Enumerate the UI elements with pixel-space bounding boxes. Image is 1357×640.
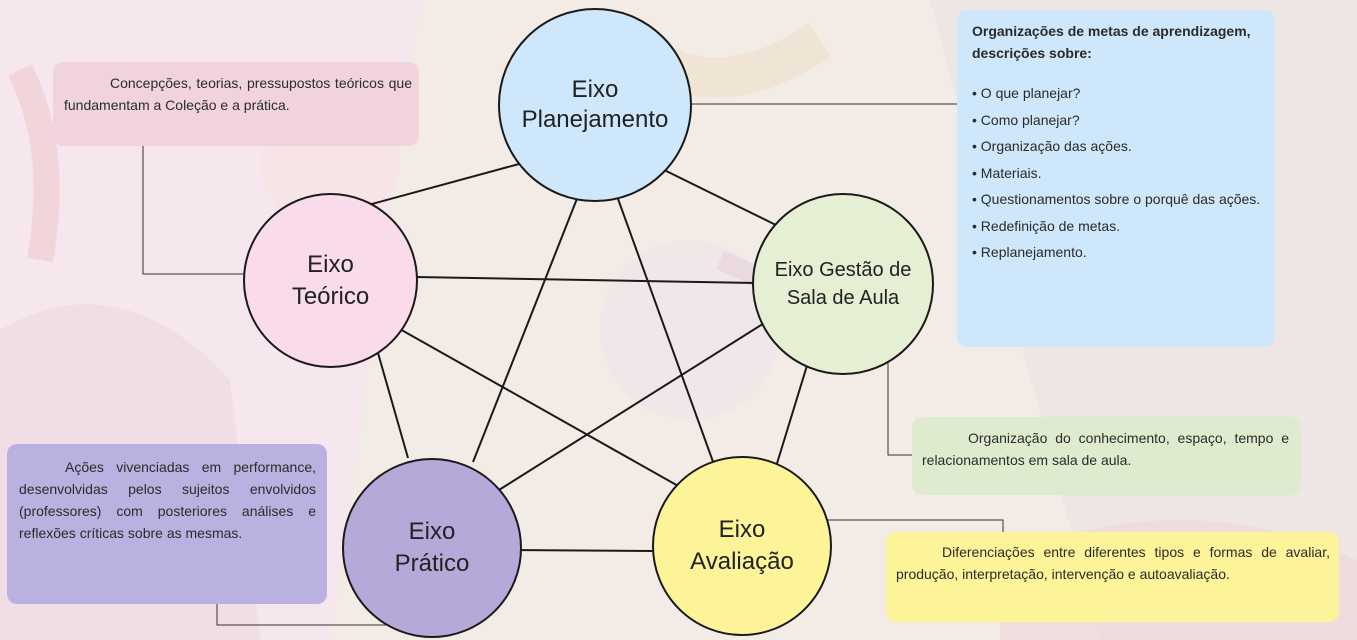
description-box-gestao: Organização do conhecimento, espaço, tem…: [912, 417, 1301, 495]
description-list-planejamento: • O que planejar? • Como planejar? • Org…: [972, 82, 1265, 263]
description-title-planejamento: Organizações de metas de aprendizagem, d…: [972, 23, 1251, 61]
node-teorico: Eixo Teórico: [243, 193, 418, 368]
list-item: • O que planejar?: [972, 85, 1081, 101]
list-item: • Materiais.: [972, 164, 1042, 181]
description-box-pratico: Ações vivenciadas em performance, desenv…: [7, 444, 327, 604]
node-label: Eixo: [718, 516, 766, 543]
leader-avaliacao: [815, 519, 1004, 533]
node-label: Avaliação: [690, 548, 794, 575]
leader-teorico: [142, 118, 245, 275]
leader-gestao: [887, 360, 912, 456]
description-box-planejamento: Organizações de metas de aprendizagem, d…: [957, 10, 1275, 347]
description-box-avaliacao: Diferenciações entre diferentes tipos e …: [886, 532, 1339, 622]
node-pratico: Eixo Prático: [342, 458, 522, 638]
edge-planejamento-pratico: [472, 185, 583, 463]
description-text-pratico: Ações vivenciadas em performance, desenv…: [19, 459, 316, 541]
description-text-teorico: Concepções, teorias, pressupostos teóric…: [64, 75, 412, 113]
node-label: Eixo Gestão de: [774, 259, 912, 281]
node-gestao: Eixo Gestão de Sala de Aula: [752, 193, 934, 375]
edge-planejamento-avaliacao: [612, 184, 717, 471]
description-text-avaliacao: Diferenciações entre diferentes tipos e …: [896, 544, 1330, 582]
edge-teorico-gestao: [415, 276, 757, 284]
edge-gestao-pratico: [490, 319, 770, 496]
description-text-gestao: Organização do conhecimento, espaço, tem…: [922, 430, 1289, 468]
node-label: Planejamento: [521, 106, 669, 133]
leader-pratico: [216, 604, 420, 626]
list-item: • Redefinição de metas.: [972, 217, 1121, 234]
node-label: Prático: [394, 550, 470, 577]
node-planejamento: Eixo Planejamento: [498, 8, 692, 202]
list-item: • Replanejamento.: [972, 244, 1087, 260]
edge-pratico-avaliacao: [507, 549, 656, 552]
node-label: Eixo: [408, 518, 456, 545]
list-item: • Questionamentos sobre o porquê das açõ…: [972, 191, 1261, 207]
edge-teorico-avaliacao: [397, 327, 681, 488]
node-avaliacao: Eixo Avaliação: [652, 456, 832, 636]
node-label: Eixo: [307, 250, 354, 278]
list-item: • Como planejar?: [972, 111, 1080, 128]
node-label: Eixo: [571, 76, 619, 103]
node-label: Teórico: [291, 282, 370, 310]
description-box-teorico: Concepções, teorias, pressupostos teóric…: [53, 62, 419, 146]
edge-teorico-pratico: [375, 345, 409, 459]
list-item: • Organização das ações.: [972, 138, 1132, 154]
edge-planejamento-gestao: [651, 163, 779, 227]
node-label: Sala de Aula: [786, 287, 900, 309]
